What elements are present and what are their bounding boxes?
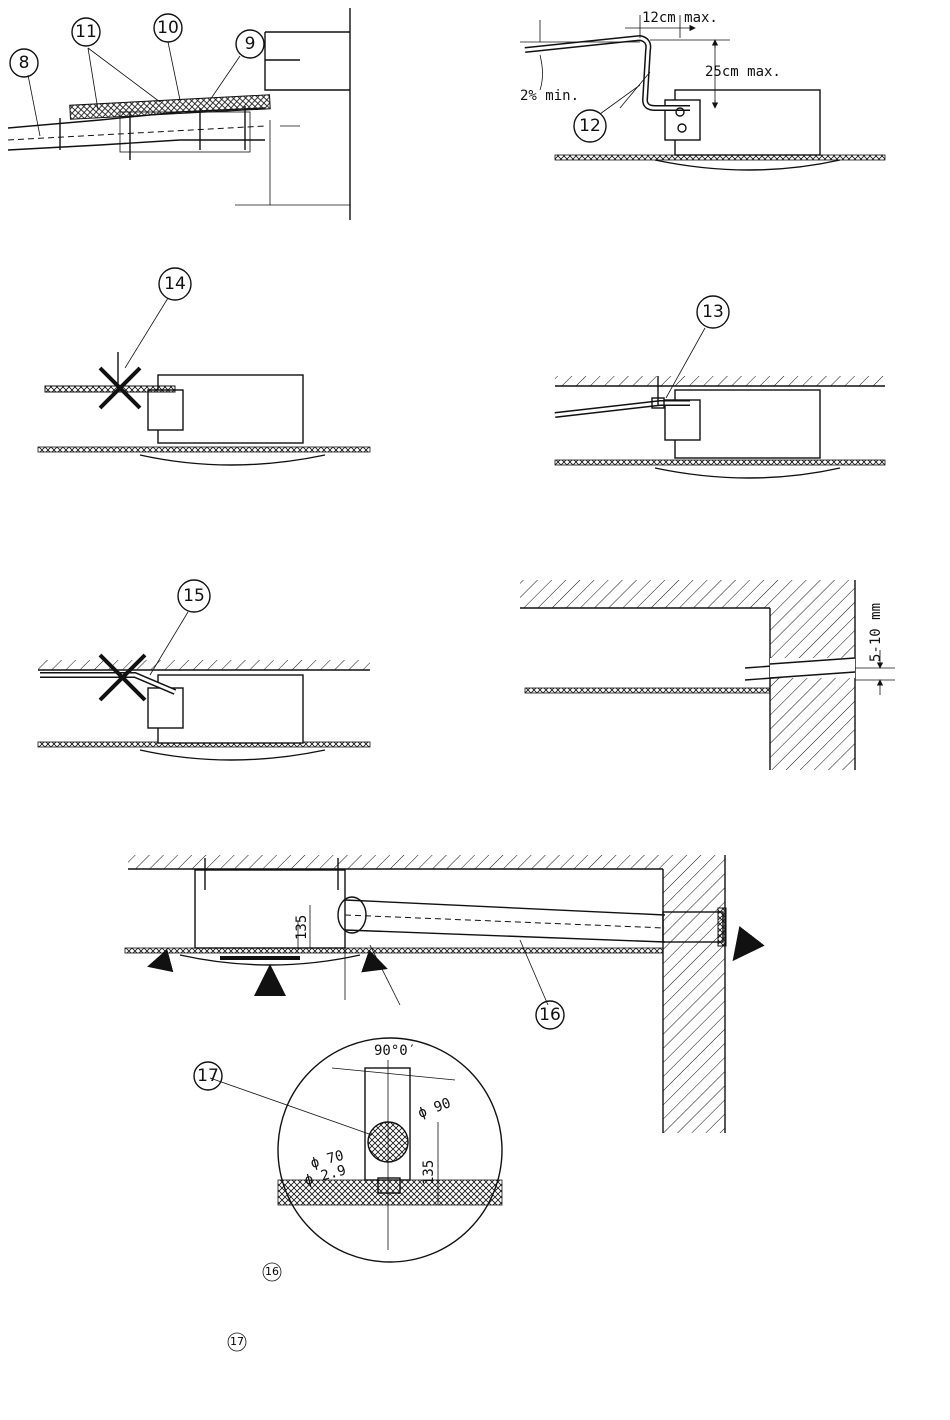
callout-11: 11 xyxy=(75,22,97,42)
callout-14: 14 xyxy=(164,274,186,294)
panel-wrong-15 xyxy=(38,580,370,760)
dim-135-lower: 135 xyxy=(421,1160,437,1185)
dim-135-upper: 135 xyxy=(294,915,310,940)
callout-10: 10 xyxy=(157,18,179,38)
dim-12cm: 12cm max. xyxy=(642,10,718,26)
dim-slope: 2% min. xyxy=(520,88,579,104)
callout-8: 8 xyxy=(19,53,30,73)
panel-support-13 xyxy=(555,296,885,478)
bottom-ref-17: 17 xyxy=(228,1333,246,1351)
callout-15: 15 xyxy=(183,586,205,606)
dim-angle: 90°0′ xyxy=(374,1043,416,1059)
callout-9: 9 xyxy=(245,34,256,54)
panel-wrong-14 xyxy=(38,268,370,465)
callout-17: 17 xyxy=(197,1066,219,1086)
callout-12: 12 xyxy=(579,116,601,136)
panel-pipe-connection xyxy=(8,8,350,220)
panel-wall-penetration xyxy=(520,580,895,770)
callout-13: 13 xyxy=(702,302,724,322)
dim-25cm: 25cm max. xyxy=(705,64,781,80)
callout-16: 16 xyxy=(539,1005,561,1025)
dim-wall-gap: 5-10 mm xyxy=(868,603,884,662)
panel-fresh-air-duct xyxy=(125,855,745,1262)
bottom-ref-16: 16 xyxy=(263,1263,281,1281)
dim-phi90: ϕ 90 xyxy=(416,1095,453,1122)
